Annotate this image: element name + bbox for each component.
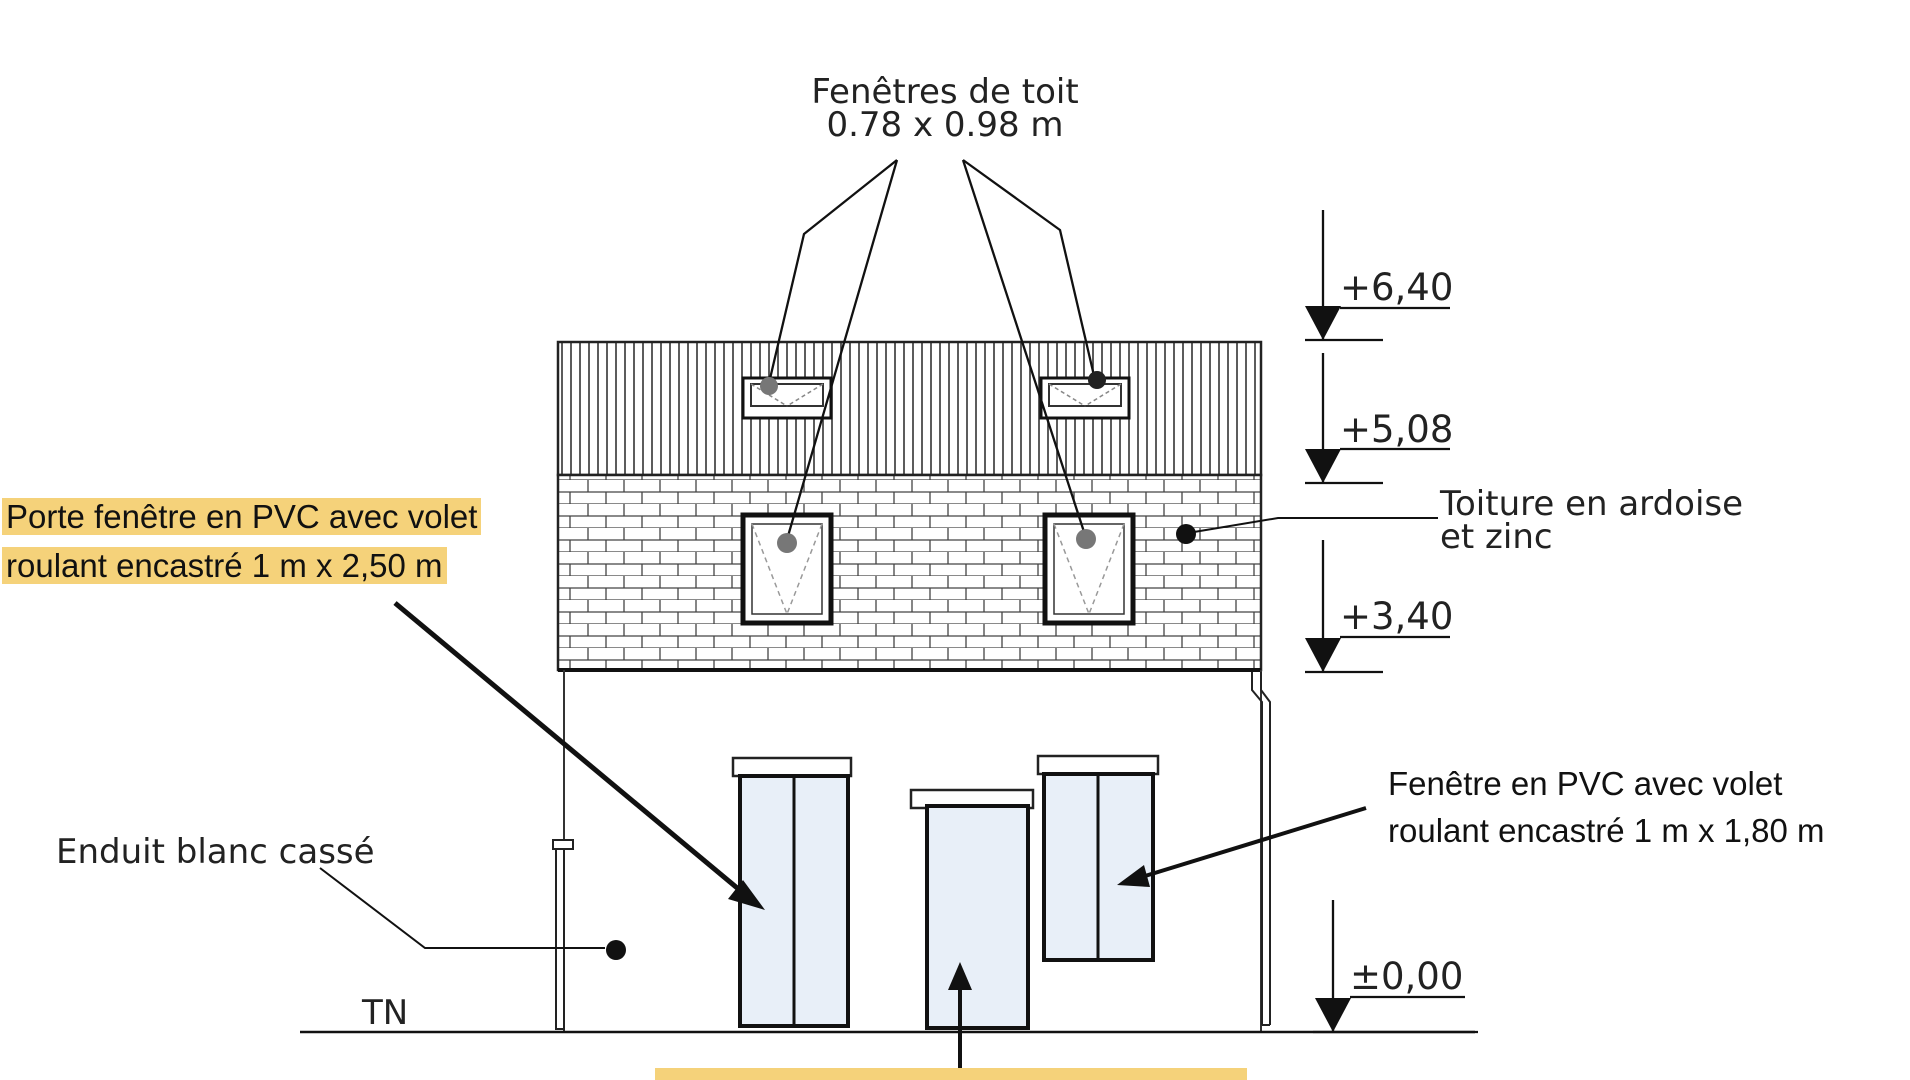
entrance-arrow	[948, 962, 972, 1071]
leader-dot	[760, 377, 778, 395]
outdoor-post	[552, 839, 574, 1030]
roof-area	[556, 340, 1263, 477]
downpipe	[1251, 672, 1271, 1026]
elevation-0-00: ±0,00	[1350, 955, 1464, 998]
french-door-arrow	[393, 601, 765, 910]
french-door-label-line2: roulant encastré 1 m x 2,50 m	[2, 547, 447, 584]
roofing-label-line2: et zinc	[1440, 517, 1553, 557]
render-label: Enduit blanc cassé	[56, 832, 375, 872]
elevation-triangles	[1305, 306, 1351, 1032]
roof-window-left	[741, 376, 833, 420]
leader-dot	[606, 940, 626, 960]
leader-dot	[1088, 371, 1106, 389]
roofing-label-line1: Toiture en ardoise	[1440, 484, 1744, 524]
elevation-5-08: +5,08	[1340, 408, 1454, 451]
roofing-label: Toiture en ardoise et zinc	[1440, 484, 1744, 557]
window-arrow	[1117, 806, 1367, 887]
caption-highlight	[655, 1068, 1247, 1080]
render-leader	[319, 867, 605, 949]
leader-dot	[1076, 529, 1096, 549]
upper-window-left	[740, 512, 834, 626]
roof-windows-label-line2: 0.78 x 0.98 m	[826, 105, 1064, 145]
ground-window	[1036, 754, 1160, 962]
window-label-line1: Fenêtre en PVC avec volet	[1388, 765, 1783, 802]
roof-windows-label: Fenêtres de toit 0.78 x 0.98 m	[790, 72, 1100, 145]
window-label-line2: roulant encastré 1 m x 1,80 m	[1388, 812, 1825, 849]
french-door-label-line1: Porte fenêtre en PVC avec volet	[2, 498, 482, 535]
ground-label: TN	[362, 993, 409, 1033]
elevation-3-40: +3,40	[1340, 595, 1454, 638]
leader-dot	[777, 533, 797, 553]
elevation-6-40: +6,40	[1340, 266, 1454, 309]
leader-dot	[1176, 524, 1196, 544]
slate-band	[556, 473, 1263, 672]
roof-window-leaders	[767, 159, 1097, 544]
window-label: Fenêtre en PVC avec volet roulant encast…	[1388, 760, 1825, 854]
french-door-label: Porte fenêtre en PVC avec volet roulant …	[2, 492, 482, 590]
roof-windows-label-line1: Fenêtres de toit	[811, 72, 1079, 112]
entrance-door	[909, 788, 1035, 1030]
roof-window-right	[1039, 376, 1131, 420]
roofing-leader	[1187, 517, 1438, 534]
